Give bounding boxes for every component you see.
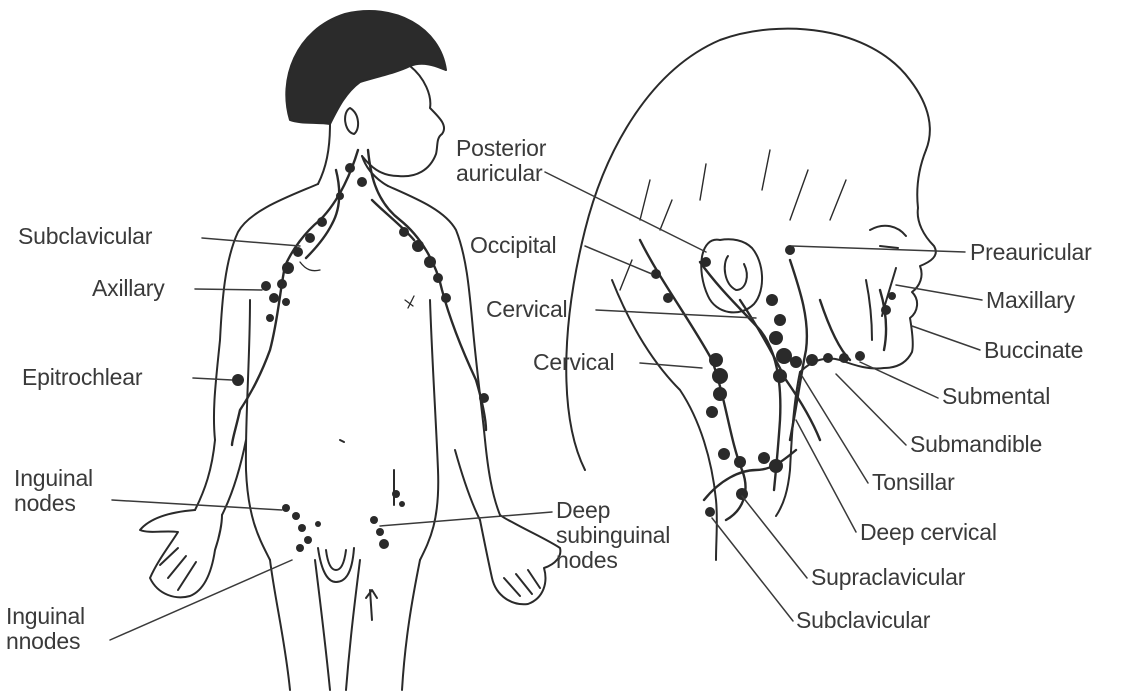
child-shoulder-left [214,184,318,440]
label-cervical-lower: Cervical [533,350,614,375]
head-lymph-nodes [651,245,896,517]
label-subclavicular-left: Subclavicular [18,224,152,249]
child-hair [286,11,446,124]
child-face [362,66,444,176]
label-axillary: Axillary [92,276,165,301]
label-buccinate: Buccinate [984,338,1083,363]
head-lymph-vessels [640,240,886,520]
label-epitrochlear: Epitrochlear [22,365,142,390]
child-hand-right [480,515,560,604]
face-profile [800,150,936,372]
label-tonsillar: Tonsillar [872,470,955,495]
label-submental: Submental [942,384,1050,409]
label-posterior-auricular: Posterior auricular [456,136,586,186]
label-deep-cervical: Deep cervical [860,520,997,545]
child-figure [140,11,560,690]
label-maxillary: Maxillary [986,288,1075,313]
label-occipital: Occipital [470,233,556,258]
child-ear [345,108,358,134]
label-inguinal-nnodes: Inguinal nnodes [6,604,116,654]
label-supraclavicular: Supraclavicular [811,565,965,590]
label-preauricular: Preauricular [970,240,1092,265]
label-inguinal-nodes: Inguinal nodes [14,466,124,516]
label-deep-subinguinal-nodes: Deep subinguinal nodes [556,498,706,572]
label-subclavicular-right: Subclavicular [796,608,930,633]
child-shoulder-right [388,186,485,440]
label-cervical-upper: Cervical [486,297,567,322]
label-submandible: Submandible [910,432,1042,457]
